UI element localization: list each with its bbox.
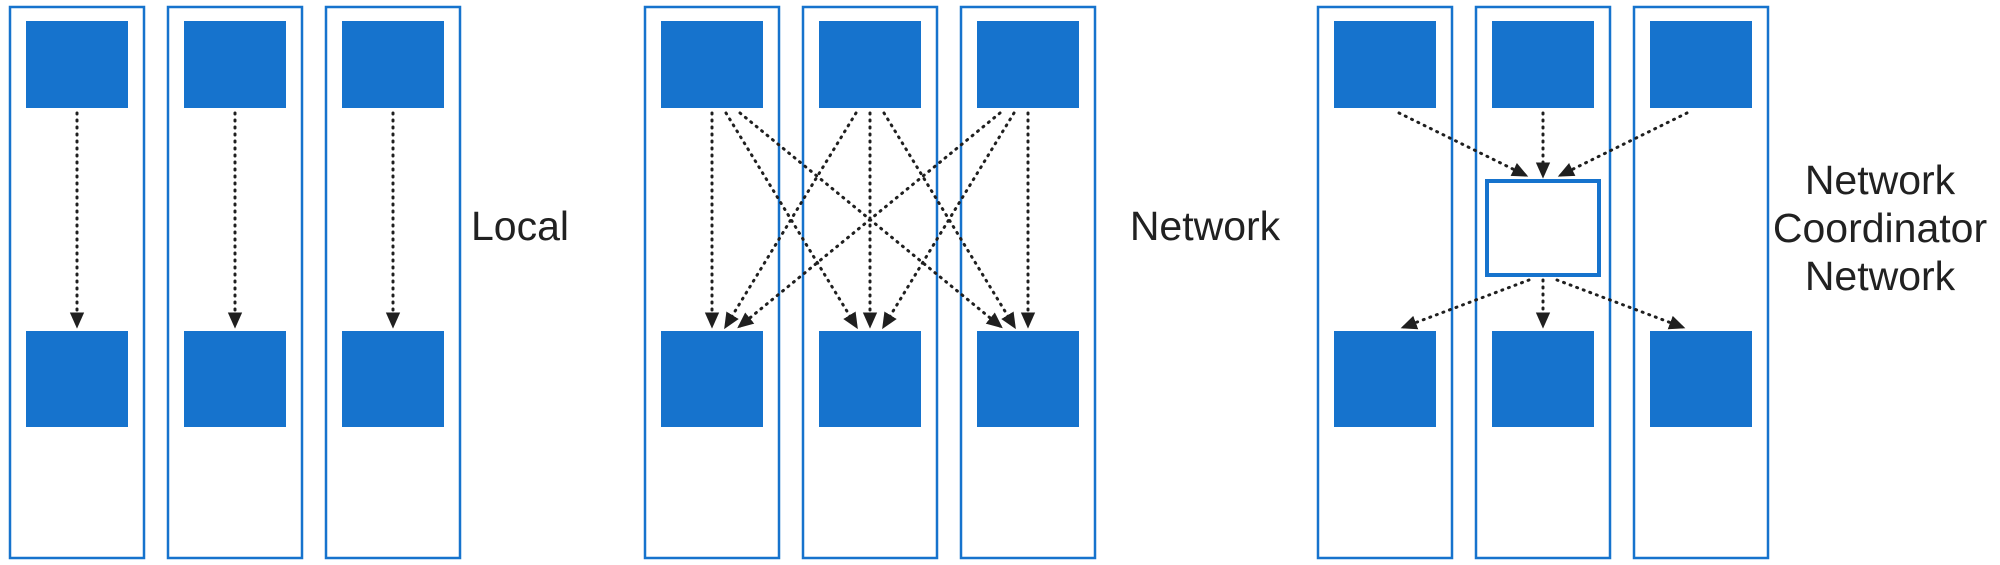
node-top: [26, 21, 128, 108]
arrow-to-coordinator: [1557, 111, 1689, 177]
node-bottom: [1650, 331, 1752, 427]
node-top: [661, 21, 763, 108]
local-panel: Local: [8, 5, 569, 560]
arrow: [724, 111, 858, 330]
network-coordinator-panel: Network Coordinator Network: [1316, 5, 1987, 560]
node-bottom: [26, 331, 128, 427]
network-panel-label: Network: [1130, 203, 1281, 249]
node-top: [1334, 21, 1436, 108]
coordinator-panel-label-line1: Network: [1805, 157, 1956, 203]
node-bottom: [1334, 331, 1436, 427]
local-panel-label: Local: [471, 203, 569, 249]
node-top: [184, 21, 286, 108]
node-bottom: [1492, 331, 1594, 427]
node-top: [1492, 21, 1594, 108]
network-panel: Network: [643, 5, 1281, 560]
node-top: [977, 21, 1079, 108]
arrow-from-coordinator: [1555, 278, 1686, 330]
coordinator-node: [1485, 179, 1601, 277]
node-top: [342, 21, 444, 108]
node-bottom: [661, 331, 763, 427]
arrow-to-coordinator: [1397, 111, 1529, 177]
node-bottom: [184, 331, 286, 427]
coordinator-panel-label-line3: Network: [1805, 253, 1956, 299]
arrow: [737, 111, 1002, 329]
node-bottom: [819, 331, 921, 427]
coordinator-panel-label-line2: Coordinator: [1773, 205, 1987, 251]
node-bottom: [342, 331, 444, 427]
node-top: [819, 21, 921, 108]
arrow-from-coordinator: [1400, 278, 1531, 330]
arrow: [882, 111, 1016, 330]
node-bottom: [977, 331, 1079, 427]
node-top: [1650, 21, 1752, 108]
